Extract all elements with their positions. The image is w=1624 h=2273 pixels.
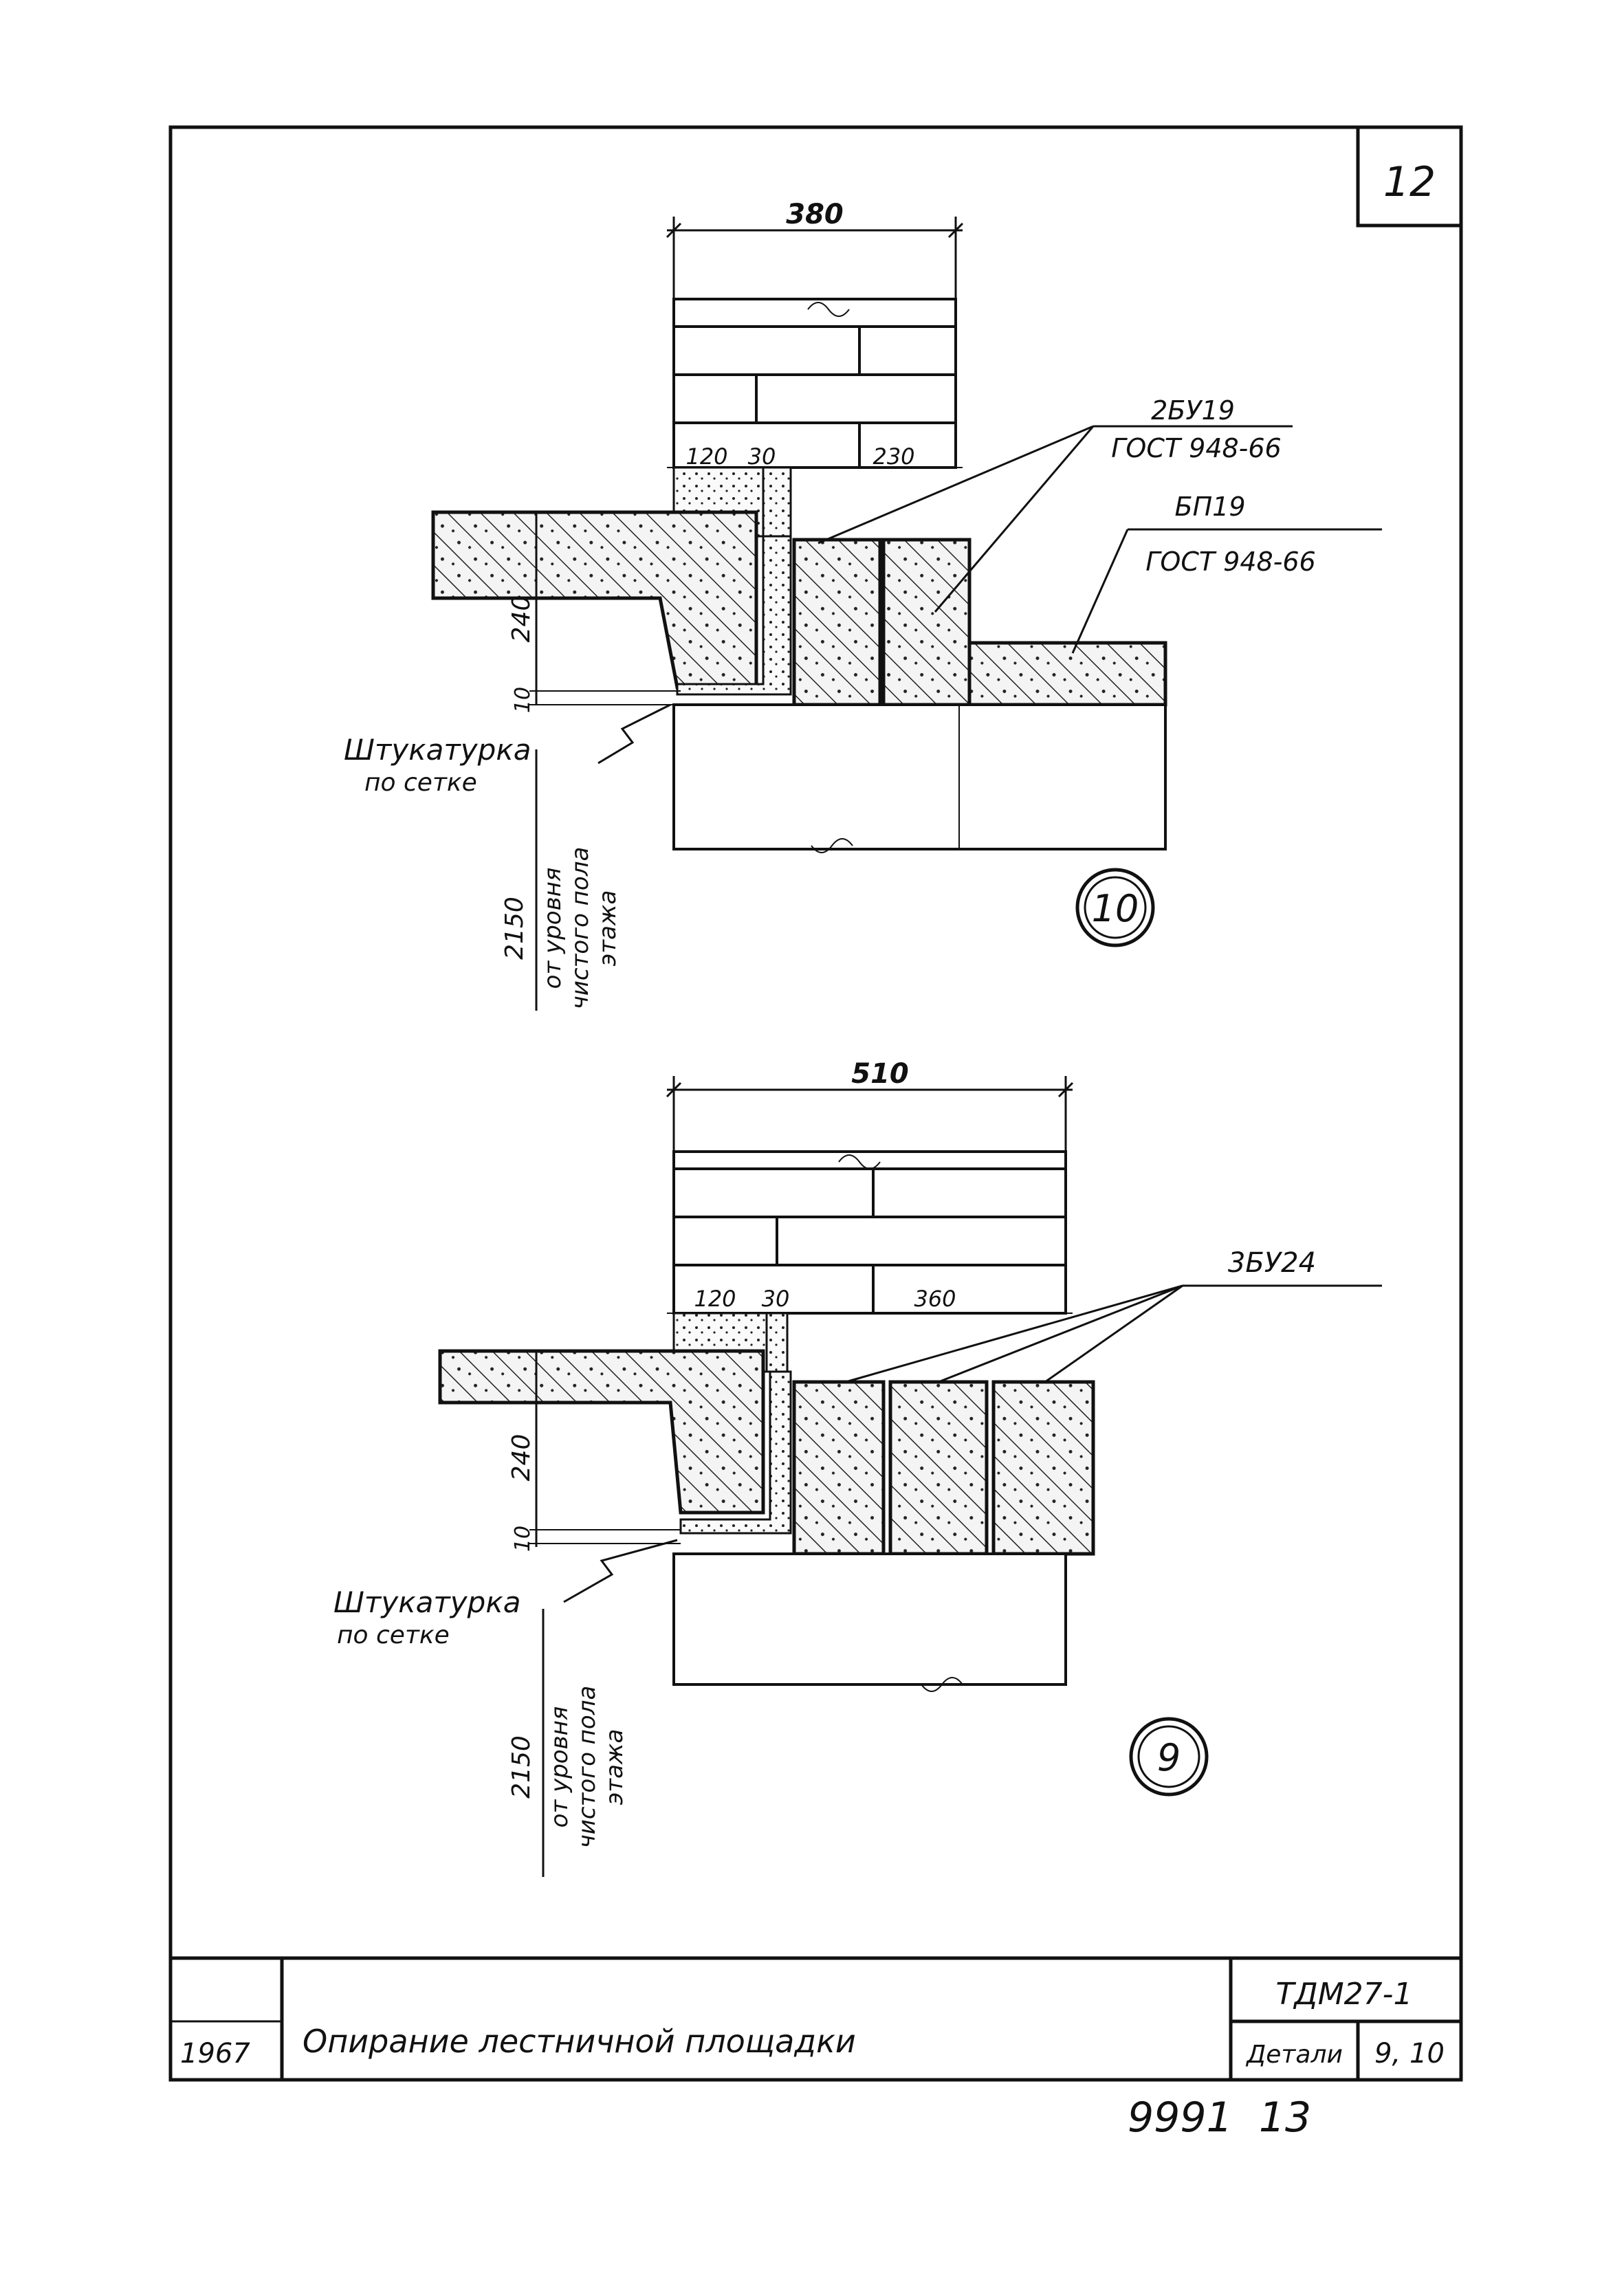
d10-level-line3: этажа <box>594 890 622 967</box>
d10-label2-std: ГОСТ 948-66 <box>1145 547 1316 577</box>
sheet-code: ТДМ27-1 <box>1275 1977 1412 2012</box>
d9-dim-width: 510 <box>851 1058 909 1090</box>
d10-plaster-line1: Штукатурка <box>344 733 531 767</box>
d10-dim-joint: 10 <box>511 687 535 713</box>
title-block <box>171 1956 1461 2080</box>
d10-label1-std: ГОСТ 948-66 <box>1111 433 1282 463</box>
d10-dim-height: 240 <box>507 595 536 643</box>
sheet-title: Опирание лестничной площадки <box>303 2023 856 2060</box>
d10-level-line2: чистого пола <box>567 847 594 1010</box>
d9-level-line1: от уровня <box>546 1706 573 1828</box>
d10-dim-gap: 30 <box>748 443 776 470</box>
d9-plaster-line1: Штукатурка <box>333 1585 520 1619</box>
d10-level-value: 2150 <box>501 897 529 960</box>
detail-10: 380 120 30 230 240 10 <box>344 199 1382 1011</box>
detail-9: 510 120 30 360 240 10 <box>333 1058 1382 1877</box>
d10-marker: 10 <box>1092 887 1139 930</box>
sheet-year: 1967 <box>180 2038 250 2069</box>
d9-dim-right: 360 <box>914 1286 956 1312</box>
d10-dim-right: 230 <box>873 443 914 470</box>
d10-dim-width: 380 <box>786 199 844 230</box>
footer-number: 9991 13 <box>1128 2094 1311 2142</box>
d9-dim-left: 120 <box>694 1286 736 1312</box>
d10-label1-mark: 2БУ19 <box>1151 395 1235 426</box>
d9-dim-height: 240 <box>507 1434 536 1482</box>
d10-dim-left: 120 <box>685 443 727 470</box>
d10-label2-mark: БП19 <box>1175 492 1246 522</box>
details-label: Детали <box>1245 2041 1343 2069</box>
d9-level-value: 2150 <box>507 1735 536 1799</box>
sheet-number-box <box>1356 125 1463 228</box>
details-value: 9, 10 <box>1374 2038 1445 2069</box>
d9-level-line3: этажа <box>601 1729 628 1805</box>
d10-level-line1: от уровня <box>539 868 567 989</box>
d9-dim-gap: 30 <box>762 1286 790 1312</box>
d9-plaster-line2: по сетке <box>337 1621 450 1649</box>
sheet-number: 12 <box>1383 158 1436 206</box>
d9-label-mark: 3БУ24 <box>1228 1247 1316 1279</box>
d10-plaster-line2: по сетке <box>364 769 477 797</box>
d9-marker: 9 <box>1157 1736 1181 1779</box>
d9-dim-joint: 10 <box>511 1526 535 1552</box>
d9-level-line2: чистого пола <box>573 1686 601 1849</box>
sheet-frame <box>168 125 1463 2082</box>
